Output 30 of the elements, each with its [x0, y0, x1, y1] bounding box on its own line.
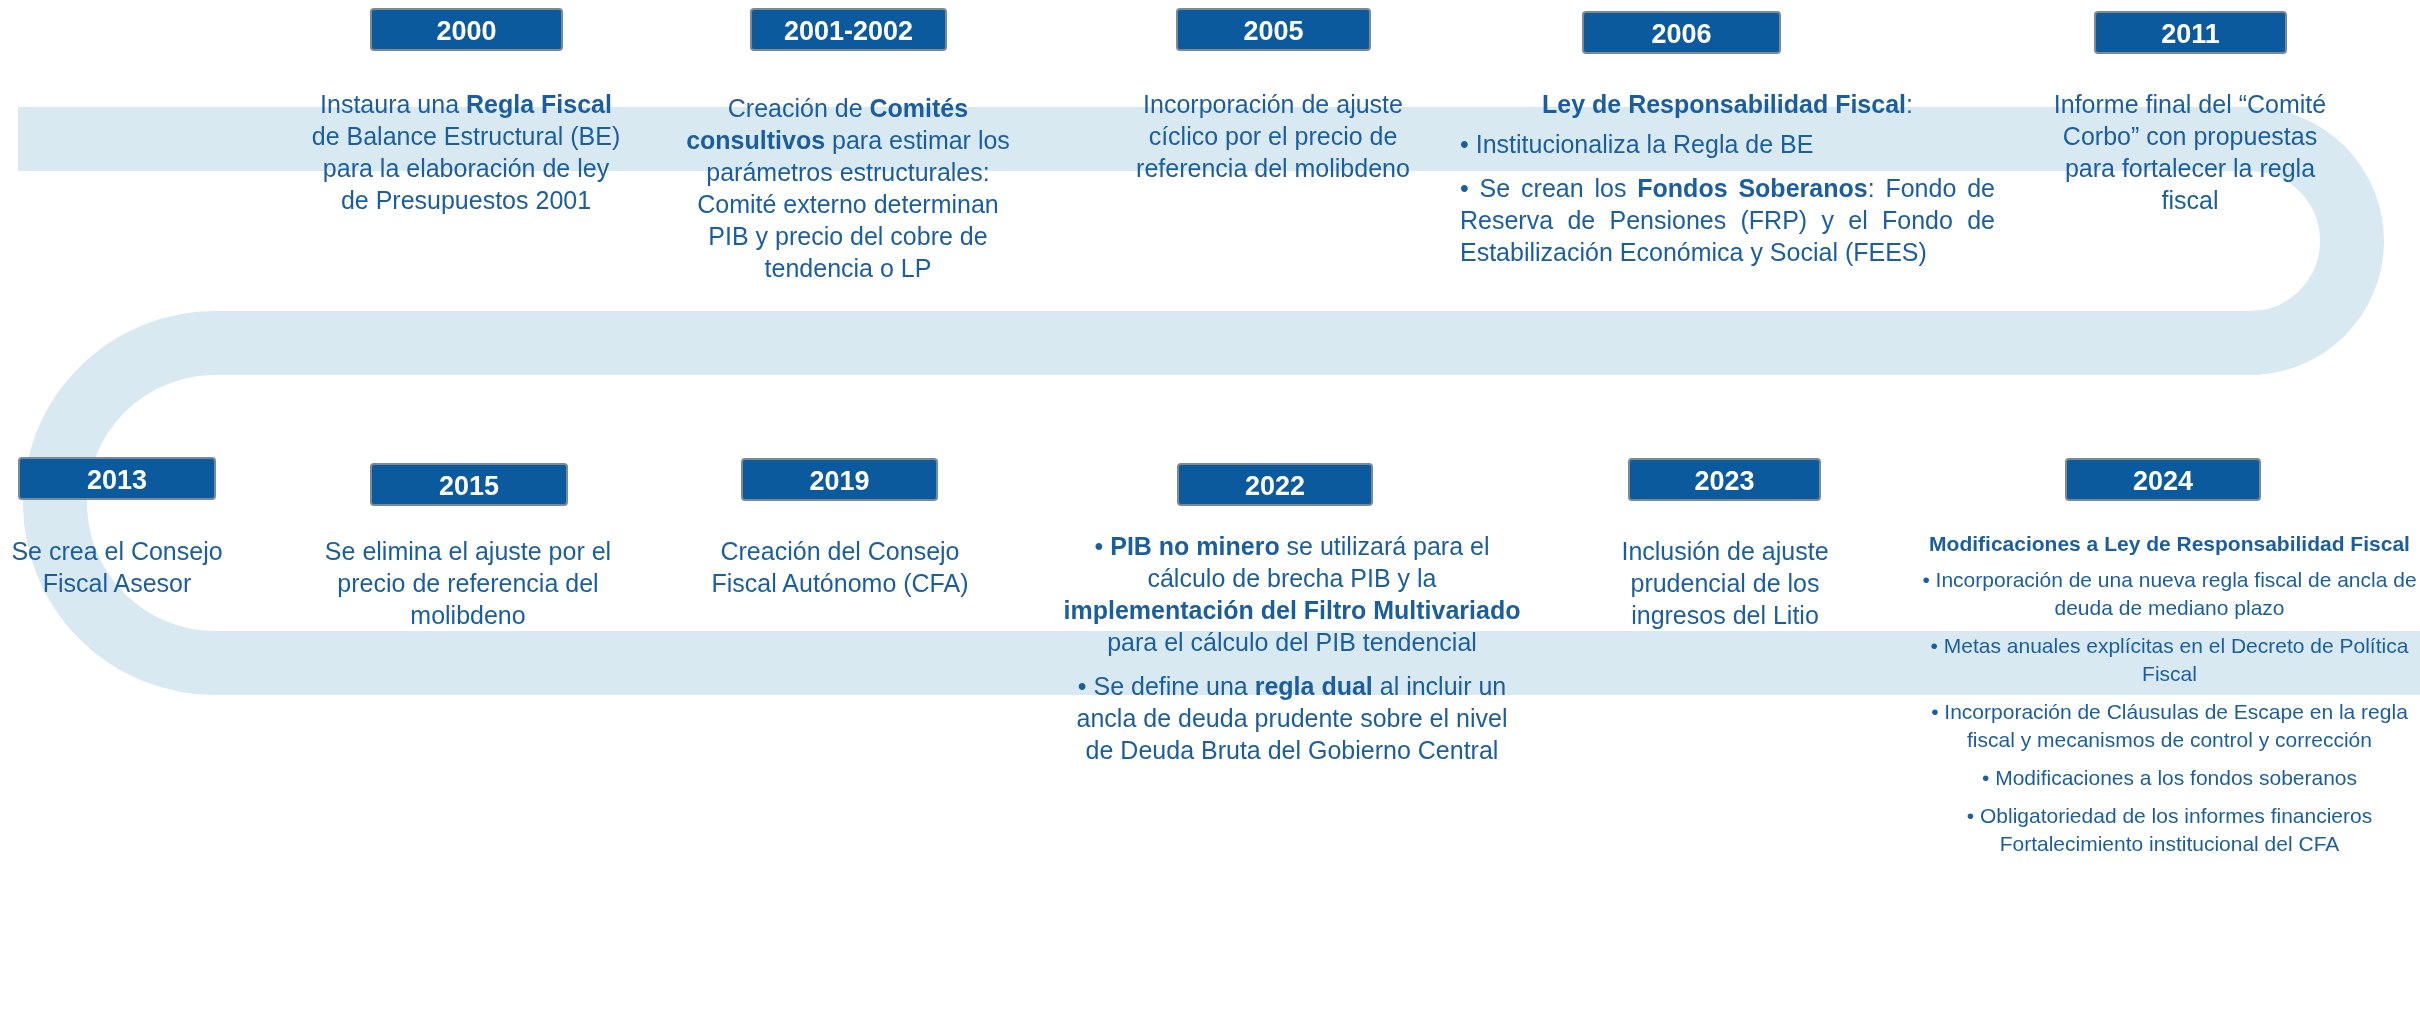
event-heading: Ley de Responsabilidad Fiscal:	[1541, 89, 1914, 120]
year-badge: 2011	[2094, 11, 2287, 54]
year-badge: 2001-2002	[750, 8, 947, 51]
event-description: Incorporación de ajuste cíclico por el precio de referencia del molibdeno	[1135, 89, 1411, 184]
bullet-item: • Institucionaliza la Regla de BE	[1460, 129, 1815, 160]
bullet-item: • Obligatoriedad de los informes financieros Fortalecimiento institucional del CFA	[1965, 803, 2374, 857]
bullet-item: • Incorporación de Cláusulas de Escape en la regla fiscal y mecanismos de control y corrección	[1930, 699, 2409, 753]
year-badge: 2005	[1176, 8, 1371, 51]
year-badge: 2000	[370, 8, 563, 51]
bullet-item: • Incorporación de una nueva regla fiscal de ancla de deuda de mediano plazo	[1922, 567, 2417, 621]
event-description: Se crea el Consejo Fiscal Asesor	[10, 536, 224, 599]
bullet-item: • Metas anuales explícitas en el Decreto de Política Fiscal	[1929, 633, 2410, 687]
bullet-item: • Modificaciones a los fondos soberanos	[1980, 765, 2359, 791]
year-badge: 2019	[741, 458, 938, 501]
event-description: Creación del Consejo Fiscal Autónomo (CFA)	[710, 536, 970, 599]
event-description: Se elimina el ajuste por el precio de referencia del molibdeno	[323, 536, 613, 631]
event-description: Informe final del “Comité Corbo” con propuestas para fortalecer la regla fiscal	[2052, 89, 2328, 216]
bullet-item: • Se crean los Fondos Soberanos: Fondo de Reserva de Pensiones (FRP) y el Fondo de Estabilización Económica y Social (FEES)	[1460, 173, 1995, 268]
event-description: Inclusión de ajuste prudencial de los ingresos del Litio	[1620, 536, 1830, 631]
year-badge: 2013	[18, 457, 216, 500]
year-badge: 2022	[1177, 463, 1373, 506]
year-badge: 2006	[1582, 11, 1781, 54]
bullet-item: • PIB no minero se utilizará para el cálculo de brecha PIB y la implementación del Filtro Multivariado para el cálculo del PIB tendencial	[1062, 531, 1522, 658]
event-description: Creación de Comités consultivos para estimar los parámetros estructurales: Comité externo determinan PIB y precio del cobre de tendencia o LP	[685, 93, 1011, 284]
bullet-item: • Se define una regla dual al incluir un ancla de deuda prudente sobre el nivel de Deuda Bruta del Gobierno Central	[1075, 671, 1509, 766]
event-heading: Modificaciones a Ley de Responsabilidad Fiscal	[1928, 531, 2411, 557]
event-description: Instaura una Regla Fiscal de Balance Estructural (BE) para la elaboración de ley de Presupuestos 2001	[310, 89, 622, 216]
year-badge: 2024	[2065, 458, 2261, 501]
year-badge: 2023	[1628, 458, 1821, 501]
year-badge: 2015	[370, 463, 568, 506]
